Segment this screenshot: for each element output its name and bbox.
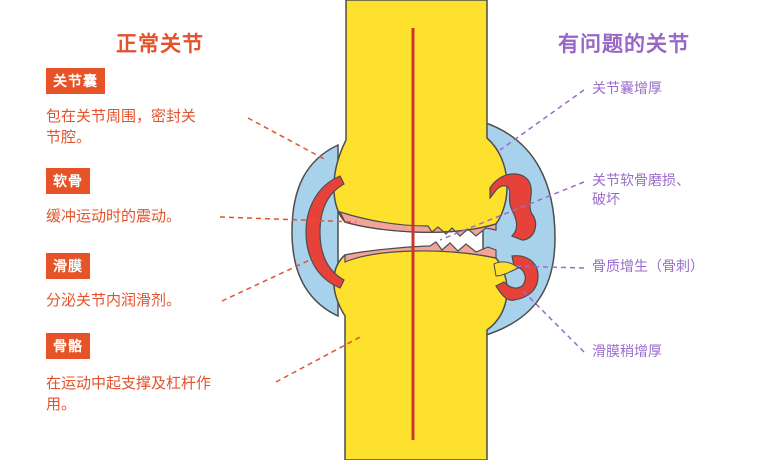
bone-spur bbox=[493, 261, 519, 277]
joint-capsule-desc-line1: 包在关节周围，密封关 bbox=[46, 107, 197, 125]
synovium-thickening-label: 滑膜稍增厚 bbox=[592, 344, 662, 360]
cartilage-wear-label: 关节软骨磨损、 破坏 bbox=[592, 172, 690, 210]
problem-synovium-upper bbox=[489, 173, 537, 241]
bone-leader-line bbox=[275, 335, 363, 383]
synovium-desc: 分泌关节内润滑剂。 bbox=[46, 291, 182, 309]
capsule-leader-line bbox=[247, 117, 327, 161]
normal-synovium bbox=[305, 175, 345, 289]
cartilage-wear-leader bbox=[439, 181, 585, 241]
normal-joint-title: 正常关节 bbox=[116, 32, 204, 56]
joint-capsule-tag: 关节囊 bbox=[46, 68, 105, 94]
lower-bone bbox=[333, 249, 508, 460]
lower-cartilage bbox=[344, 241, 497, 263]
synovium-tag: 滑膜 bbox=[46, 253, 90, 279]
bone-tag: 骨骼 bbox=[46, 333, 90, 359]
cartilage-wear-line1: 关节软骨磨损、 bbox=[592, 173, 690, 189]
bone-spur-leader bbox=[511, 265, 585, 269]
joint-capsule-desc-line2: 节腔。 bbox=[46, 128, 92, 146]
synovium-thickening-leader bbox=[521, 289, 585, 353]
synovium-leader-line bbox=[221, 257, 315, 302]
capsule-thickening-label: 关节囊增厚 bbox=[592, 81, 662, 97]
upper-bone bbox=[333, 0, 508, 233]
problem-joint-title: 有问题的关节 bbox=[558, 32, 690, 56]
bone-desc-line1: 在运动中起支撑及杠杆作 bbox=[46, 374, 212, 392]
cartilage-leader-line bbox=[219, 216, 357, 223]
cartilage-desc: 缓冲运动时的震动。 bbox=[46, 207, 182, 225]
joint-capsule-desc: 包在关节周围，密封关 节腔。 bbox=[46, 106, 196, 148]
upper-cartilage bbox=[338, 211, 497, 237]
bone-desc: 在运动中起支撑及杠杆作 用。 bbox=[46, 373, 211, 415]
cartilage-tag: 软骨 bbox=[46, 168, 90, 194]
bone-spur-label: 骨质增生（骨刺） bbox=[592, 259, 704, 275]
bone-desc-line2: 用。 bbox=[46, 395, 77, 413]
cartilage-wear-line2: 破坏 bbox=[592, 192, 620, 208]
